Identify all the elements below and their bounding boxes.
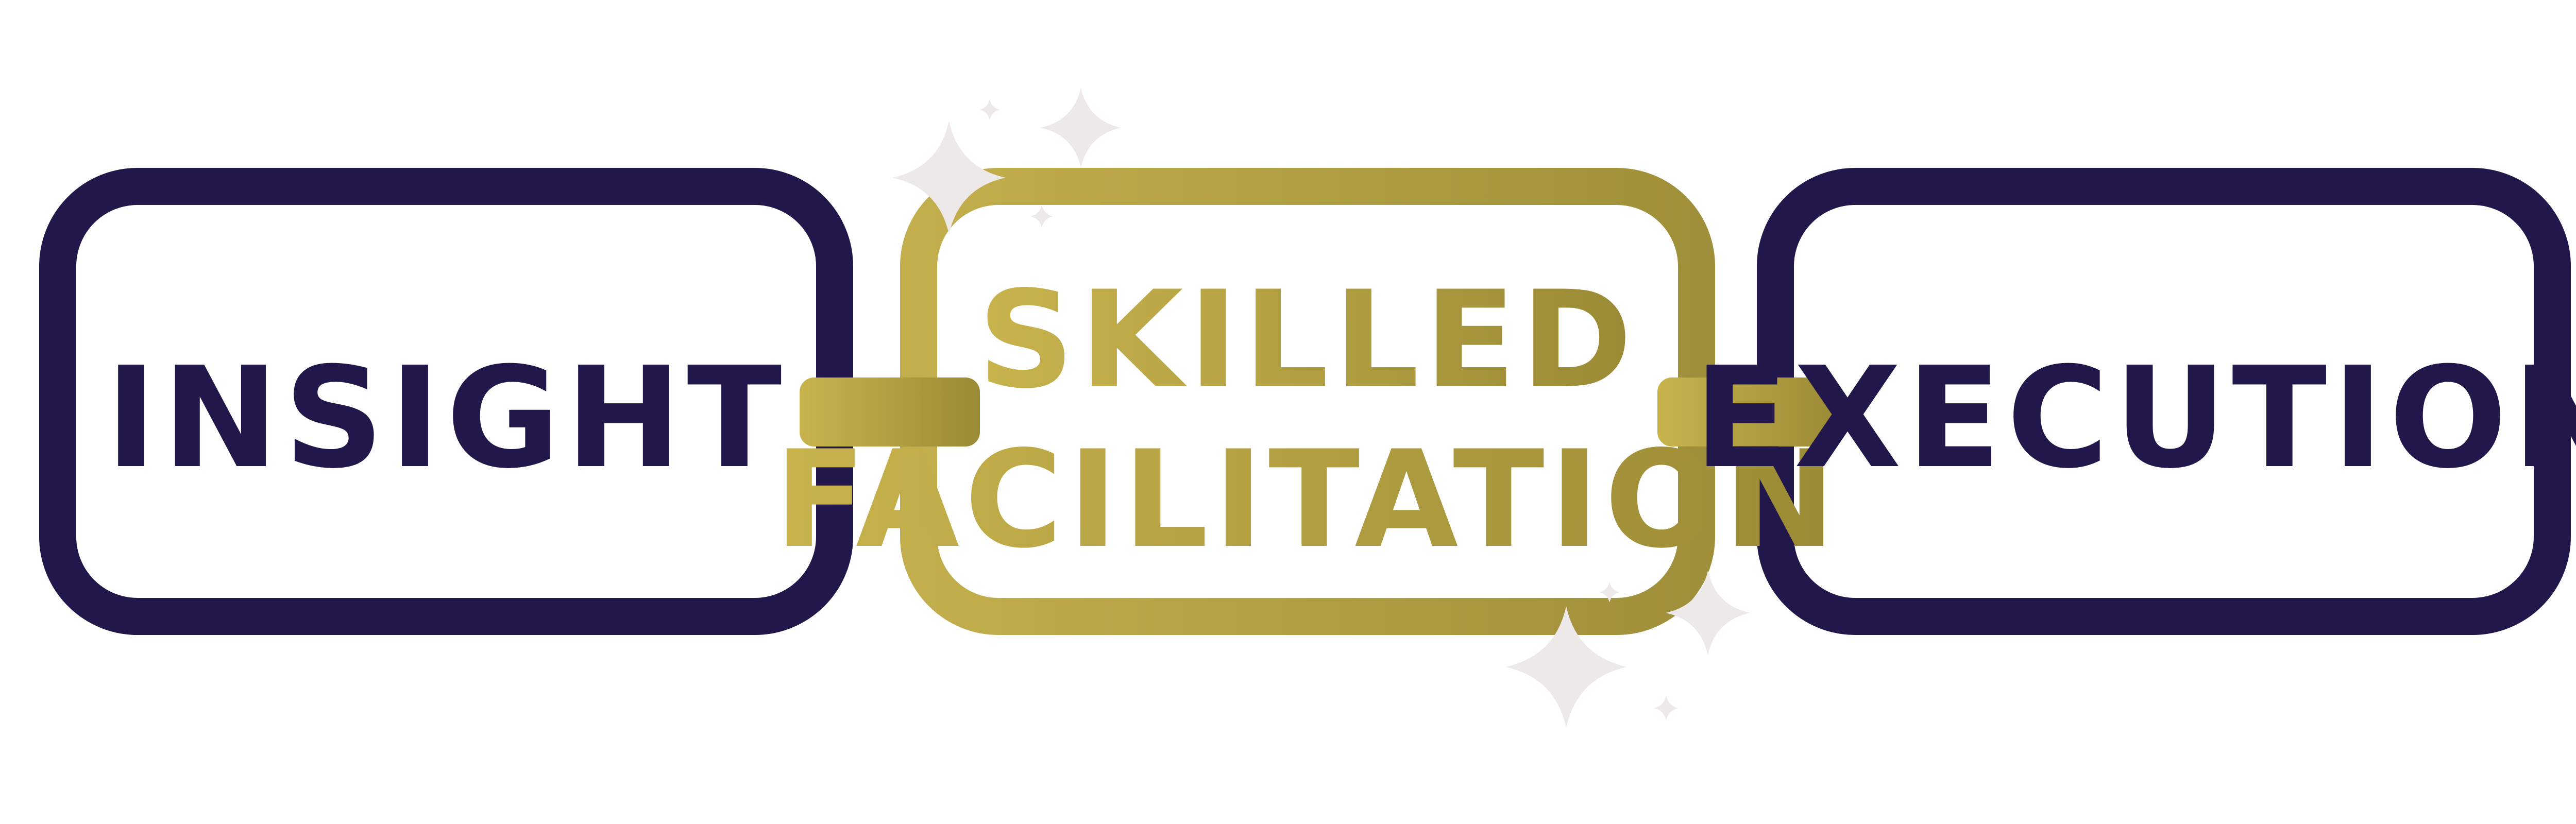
left-connector-link xyxy=(800,377,980,447)
sparkle-icon xyxy=(979,99,1000,120)
insight-label: INSIGHT xyxy=(105,337,787,499)
execution-label: EXECUTION xyxy=(1694,337,2576,499)
facilitation-label-line-2: FACILITATION xyxy=(774,422,1841,578)
sparkle-icon xyxy=(1666,571,1750,655)
sparkle-icon xyxy=(1030,205,1053,228)
sparkle-icon xyxy=(1505,606,1627,728)
sparkle-icon xyxy=(892,121,1006,234)
sparkle-icon xyxy=(1041,88,1121,168)
facilitation-label-line-1: SKILLED xyxy=(978,263,1637,418)
right-connector-link xyxy=(1657,377,1838,447)
sparkle-icon xyxy=(1654,696,1679,720)
sparkle-icon xyxy=(1599,582,1620,603)
sparkles xyxy=(892,88,1750,728)
